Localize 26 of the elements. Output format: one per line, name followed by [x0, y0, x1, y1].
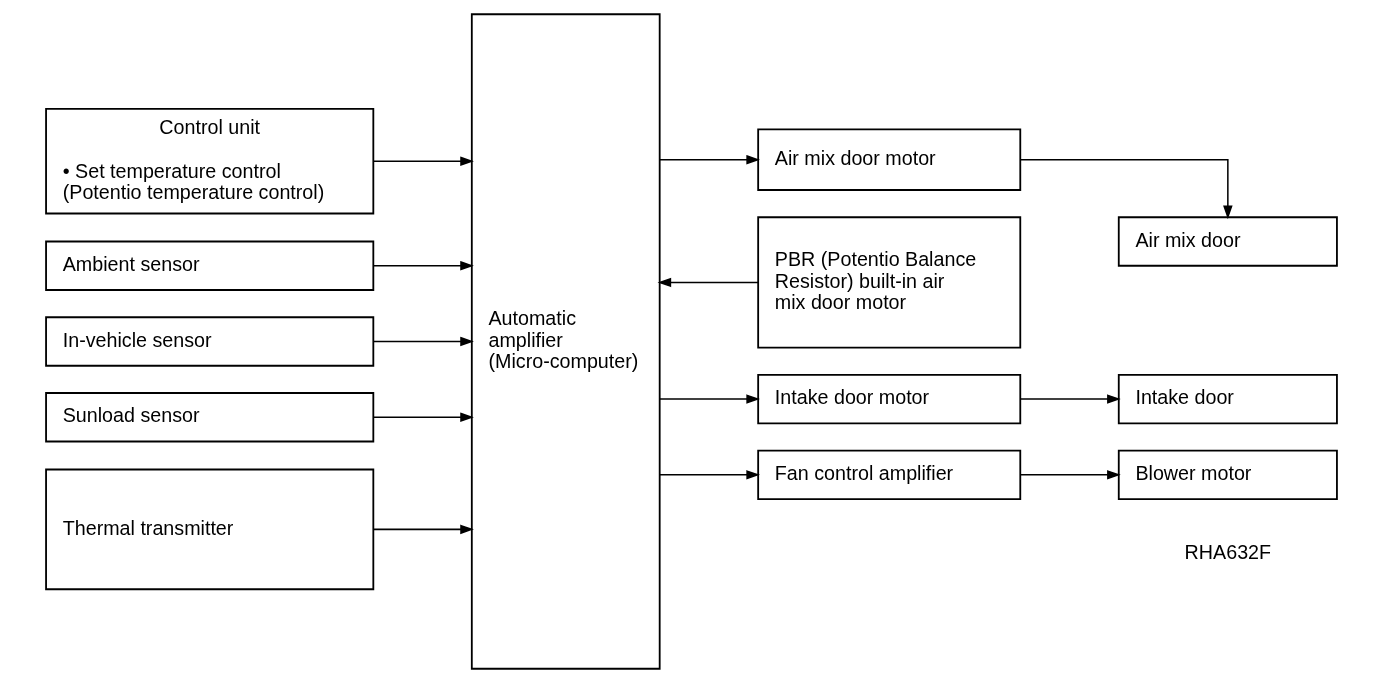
node-box: Ambient sensor: [45, 240, 375, 291]
node-box: Thermal transmitter: [45, 468, 375, 591]
node-box: Sunload sensor: [45, 392, 375, 443]
arrow: [372, 156, 474, 166]
node-box: Automatic amplifier (Micro-computer): [470, 13, 661, 670]
arrow: [372, 260, 474, 271]
arrow: [372, 336, 474, 347]
label: RHA632F: [1184, 540, 1272, 563]
arrow: [657, 277, 759, 288]
arrow: [659, 154, 760, 165]
arrow: [659, 470, 760, 480]
node-box: Air mix door: [1117, 216, 1338, 267]
node-box: Intake door: [1117, 373, 1338, 425]
node-box: In-vehicle sensor: [45, 316, 375, 367]
node-box: PBR (Potentio Balance Resistor) built-in air mix door motor: [757, 216, 1022, 349]
arrow: [372, 412, 474, 423]
node-box: Control unit • Set temperature control (Potentio temperature control): [45, 108, 375, 215]
node-box: Air mix door motor: [757, 128, 1022, 191]
node-box: Fan control amplifier: [757, 449, 1022, 500]
arrow: [372, 524, 474, 535]
arrow: [1019, 158, 1233, 220]
arrow: [1019, 470, 1121, 480]
node-box: Blower motor: [1117, 449, 1338, 500]
arrow: [1019, 394, 1121, 404]
node-box: Intake door motor: [757, 373, 1022, 425]
arrow: [659, 394, 760, 404]
